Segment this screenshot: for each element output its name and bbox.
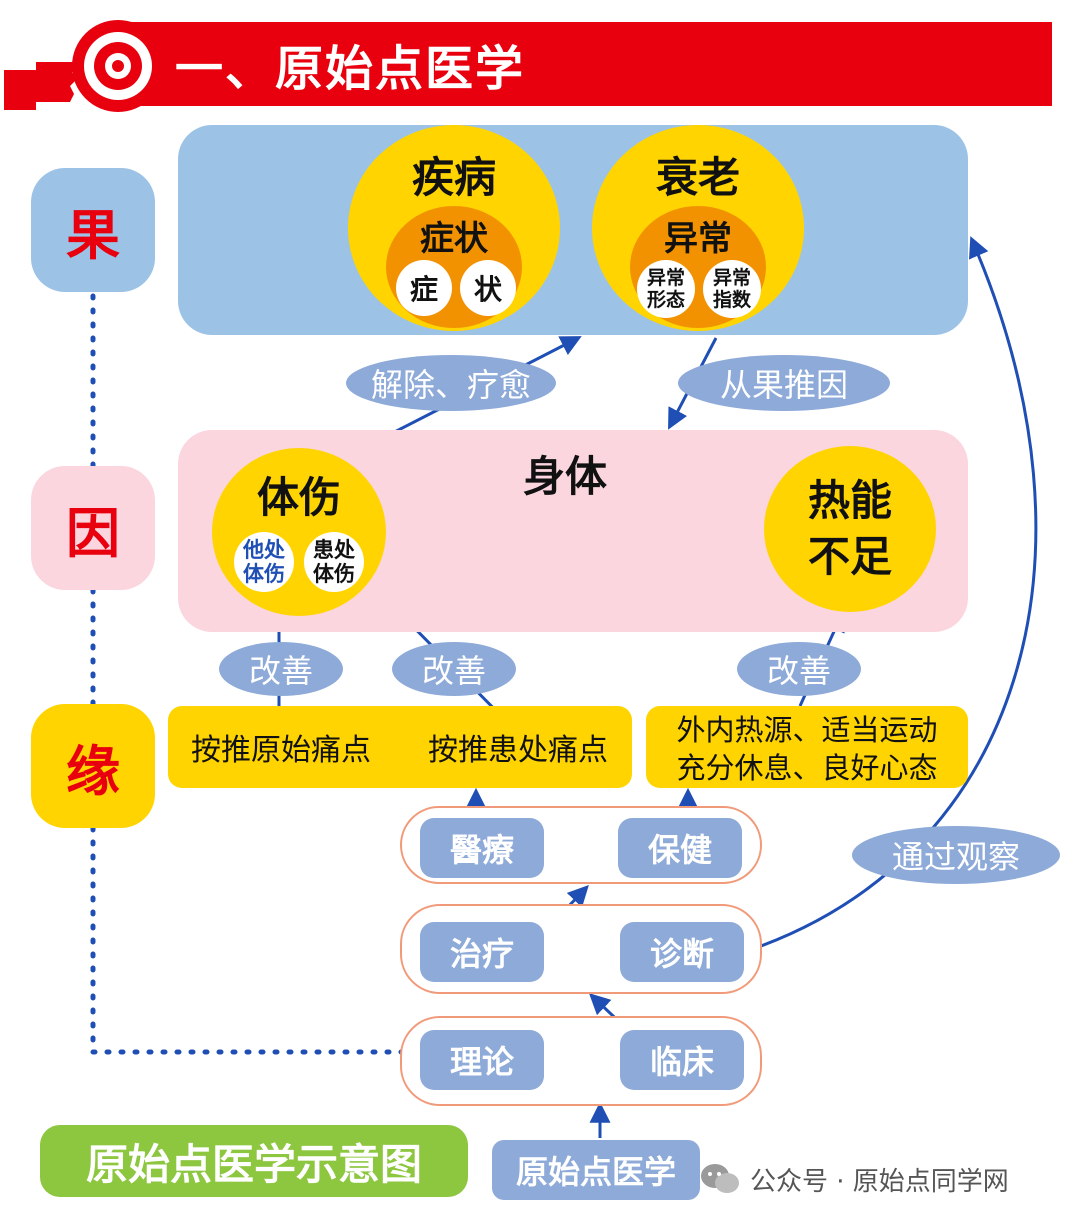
care-line-1: 外内热源、适当运动 — [676, 713, 938, 747]
header-bar — [120, 22, 1052, 106]
watermark-text: 公众号 · 原始点同学网 — [750, 1166, 1009, 1197]
press-box — [168, 706, 632, 788]
zhenduan-button[interactable]: 诊断 — [620, 922, 744, 982]
care-box — [646, 706, 968, 788]
body-title: 身体 — [522, 451, 607, 501]
press-origin-text: 按推原始痛点 — [191, 733, 371, 768]
abnormal-index-circle: 异常 指数 — [703, 260, 761, 318]
linchuang-button[interactable]: 临床 — [620, 1030, 744, 1090]
symptom-a-circle: 症 — [396, 260, 452, 316]
tag-infer: 从果推因 — [678, 355, 890, 411]
yiliao-button[interactable]: 醫療 — [420, 818, 544, 878]
symptom-b-circle: 状 — [460, 260, 516, 316]
watermark: 公众号 · 原始点同学网 — [700, 1158, 1060, 1200]
label-cause: 因 — [31, 466, 155, 590]
heat-deficiency-circle: 热能 不足 — [764, 446, 936, 612]
tag-improve-2: 改善 — [392, 642, 516, 696]
injury-elsewhere-circle: 他处 体伤 — [234, 532, 294, 592]
tag-improve-3: 改善 — [737, 642, 861, 696]
wechat-icon — [701, 1164, 739, 1193]
pointing-target-icon — [4, 20, 164, 112]
tag-cure: 解除、疗愈 — [346, 355, 556, 411]
press-affected-text: 按推患处痛点 — [428, 733, 608, 768]
tag-observe: 通过观察 — [852, 826, 1060, 884]
abnormal-title: 异常 — [664, 218, 732, 259]
page-title: 一、原始点医学 — [175, 41, 526, 97]
tag-improve-1: 改善 — [219, 642, 343, 696]
symptom-title: 症状 — [420, 218, 488, 259]
injury-title: 体伤 — [256, 472, 341, 522]
arrow-observe — [743, 236, 1038, 954]
injury-circle — [212, 448, 386, 616]
lilun-button[interactable]: 理论 — [420, 1030, 544, 1090]
injury-local-circle: 患处 体伤 — [304, 532, 364, 592]
diagram-caption: 原始点医学示意图 — [40, 1125, 468, 1197]
aging-title: 衰老 — [655, 152, 740, 202]
label-condition: 缘 — [31, 704, 155, 828]
zhiliao-button[interactable]: 治疗 — [420, 922, 544, 982]
root-button[interactable]: 原始点医学 — [492, 1140, 700, 1200]
label-effect: 果 — [31, 168, 155, 292]
result-panel — [178, 125, 968, 335]
baojian-button[interactable]: 保健 — [618, 818, 742, 878]
care-line-2: 充分休息、良好心态 — [676, 751, 938, 785]
abnormal-form-circle: 异常 形态 — [637, 260, 695, 318]
disease-title: 疾病 — [411, 152, 496, 202]
